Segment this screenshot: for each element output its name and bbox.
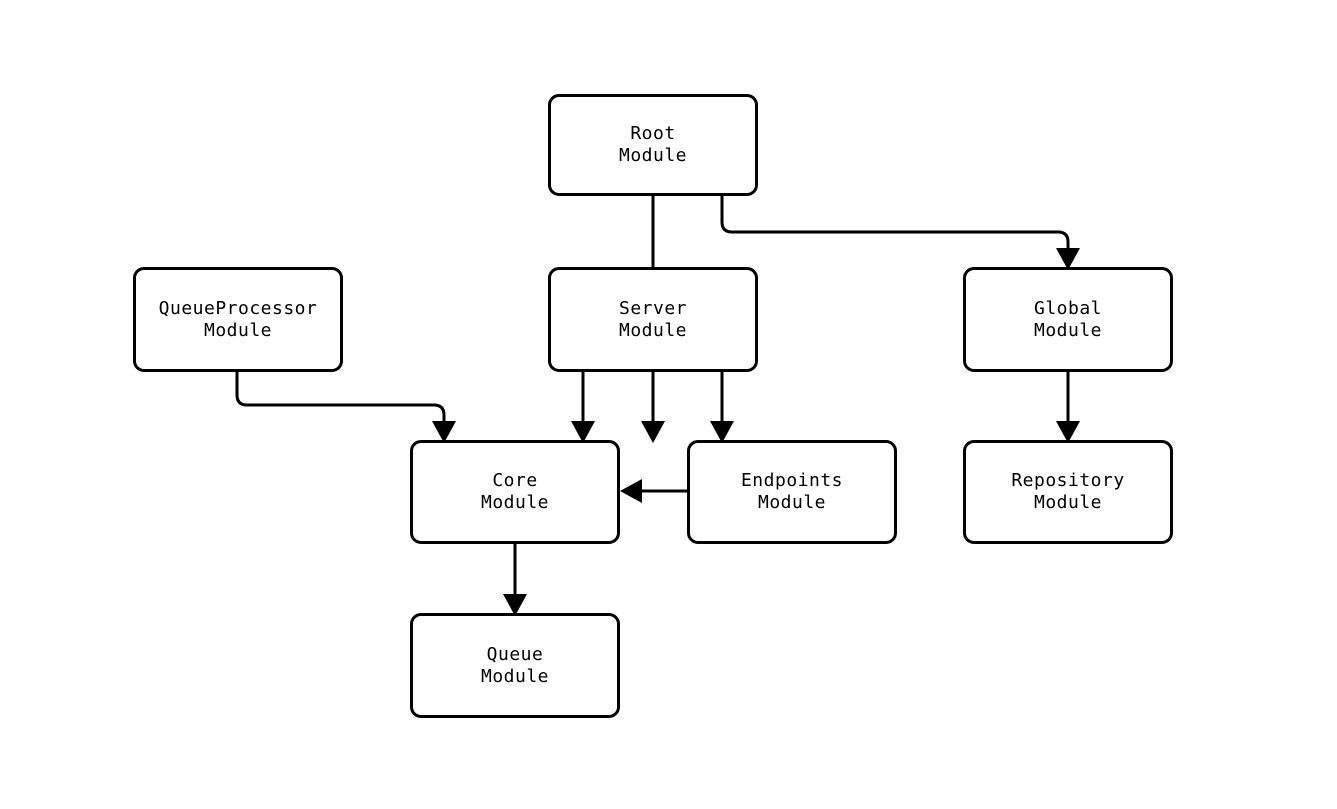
node-core-module-label-line1: Core (492, 470, 538, 491)
node-queueprocessor-module[interactable]: QueueProcessor Module (133, 267, 343, 372)
node-root-module[interactable]: Root Module (548, 94, 758, 196)
edge-endpoints-to-core (620, 479, 687, 503)
edge-server-to-core (571, 372, 595, 443)
node-queue-module[interactable]: Queue Module (410, 613, 620, 718)
node-endpoints-module-label-line2: Module (757, 492, 827, 513)
node-repository-module[interactable]: Repository Module (963, 440, 1173, 544)
node-endpoints-module[interactable]: Endpoints Module (687, 440, 897, 544)
node-repository-module-label-line1: Repository (1011, 470, 1125, 491)
node-server-module-label-line2: Module (618, 319, 688, 341)
edge-server-to-endpoints (710, 372, 734, 443)
node-repository-module-label-line2: Module (1033, 492, 1103, 513)
node-queue-module-label-line1: Queue (486, 643, 544, 665)
edge-global-to-repository (1056, 372, 1080, 443)
node-global-module[interactable]: Global Module (963, 267, 1173, 372)
node-global-module-label-line1: Global (1033, 297, 1103, 319)
edge-queueprocessor-to-core (235, 372, 456, 443)
node-server-module[interactable]: Server Module (548, 267, 758, 372)
node-core-module-label-line2: Module (480, 492, 550, 513)
edge-core-to-queue (503, 544, 527, 616)
node-root-module-label-line2: Module (618, 145, 688, 166)
node-queueprocessor-module-label-line1: QueueProcessor (158, 297, 318, 319)
node-queueprocessor-module-label-line2: Module (203, 319, 273, 341)
node-server-module-label-line1: Server (618, 297, 688, 319)
edge-root-to-global (720, 196, 1080, 270)
node-endpoints-module-label-line1: Endpoints (740, 470, 844, 491)
node-core-module[interactable]: Core Module (410, 440, 620, 544)
node-queue-module-label-line2: Module (480, 665, 550, 687)
node-root-module-label-line1: Root (630, 123, 676, 144)
node-global-module-label-line2: Module (1033, 319, 1103, 341)
